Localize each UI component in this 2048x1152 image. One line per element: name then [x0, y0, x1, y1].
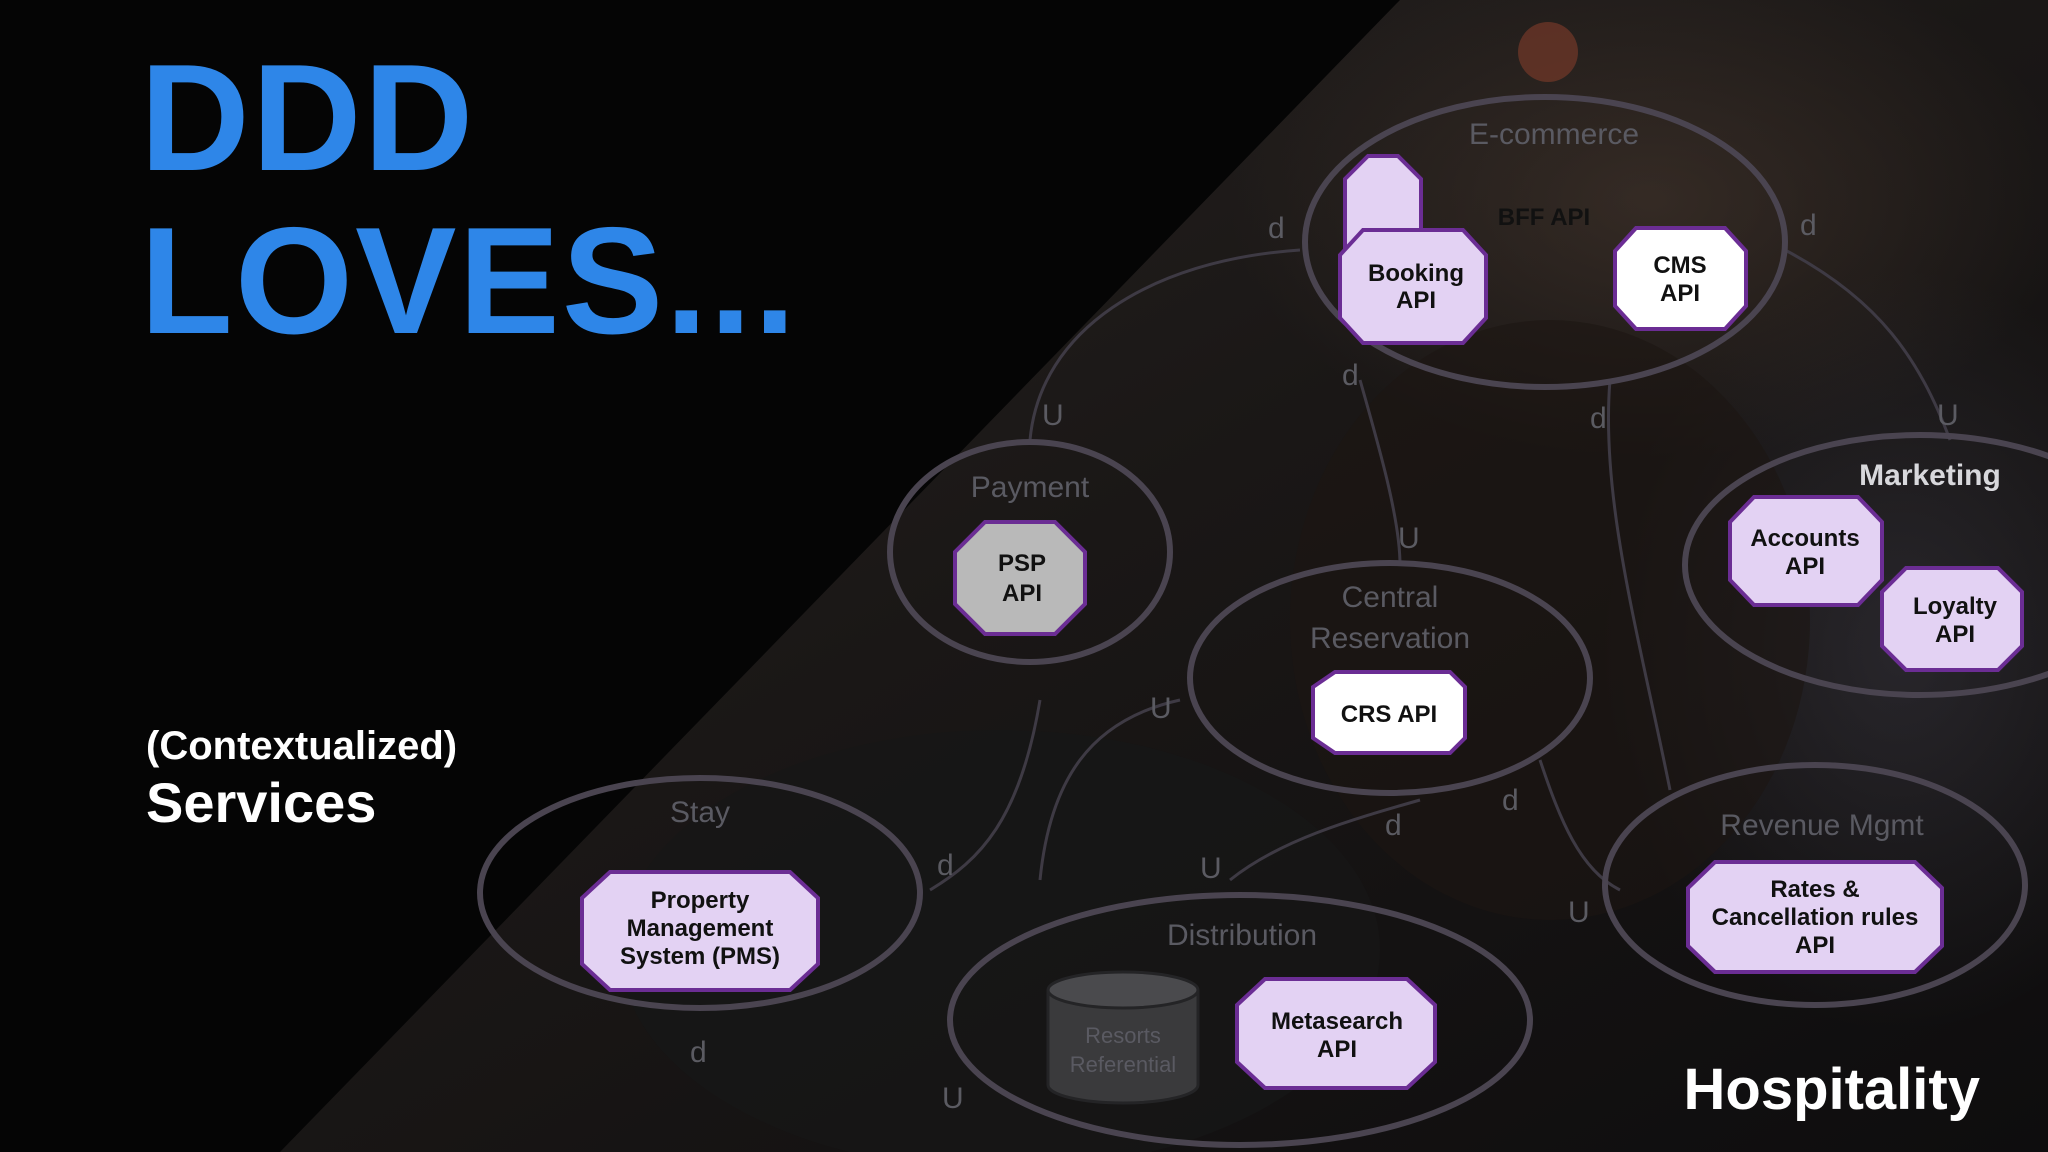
loyalty-api-label-2: API: [1935, 621, 1975, 648]
context-label-central-reservation-2: Reservation: [1310, 622, 1470, 655]
resorts-referential-label-2: Referential: [1070, 1052, 1176, 1077]
resorts-referential-label: Resorts: [1085, 1023, 1161, 1048]
booking-api-node: [1338, 228, 1488, 345]
pms-label: Property: [651, 887, 750, 914]
context-central-reservation: [1187, 560, 1593, 796]
marker-u: U: [1150, 692, 1172, 725]
title-line-2: LOVES...: [140, 196, 798, 366]
loyalty-api-label: Loyalty: [1913, 593, 1998, 620]
booking-api-label-2: API: [1396, 287, 1436, 314]
services: [580, 154, 2024, 1090]
marker-u: U: [1042, 399, 1064, 432]
context-label-marketing: Marketing: [1859, 459, 2001, 492]
relationship-markers: d d d d U U U U d d d U U d U: [690, 209, 1959, 1115]
rates-label-3: API: [1795, 932, 1835, 959]
psp-api-label-2: API: [1002, 580, 1042, 607]
bounded-contexts: [477, 94, 2048, 1148]
context-distribution: [947, 892, 1533, 1148]
context-ecommerce: [1302, 94, 1788, 390]
metasearch-label: Metasearch: [1271, 1008, 1403, 1035]
context-label-ecommerce: E-commerce: [1469, 118, 1639, 151]
title-line-1: DDD: [140, 33, 476, 203]
pms-node: [580, 870, 820, 992]
context-label-revenue-mgmt: Revenue Mgmt: [1720, 809, 1924, 842]
resorts-referential-database: Resorts Referential: [1046, 970, 1200, 1105]
accounts-api-node: [1728, 495, 1884, 607]
rates-label-2: Cancellation rules: [1712, 904, 1919, 931]
pms-label-3: System (PMS): [620, 943, 780, 970]
context-payment: [887, 439, 1173, 665]
marker-u: U: [1568, 896, 1590, 929]
context-marketing: [1682, 432, 2048, 698]
crs-api-label: CRS API: [1341, 701, 1437, 728]
psp-api-label: PSP: [998, 550, 1046, 577]
rates-label: Rates &: [1770, 876, 1859, 903]
context-label-stay: Stay: [670, 796, 730, 829]
marker-d: d: [1502, 784, 1519, 817]
metasearch-api-node: [1235, 977, 1437, 1090]
accounts-api-label-2: API: [1785, 553, 1825, 580]
context-label-central-reservation: Central: [1342, 581, 1439, 614]
marker-d: d: [1590, 402, 1607, 435]
cms-api-node: [1613, 226, 1748, 331]
marker-u: U: [942, 1082, 964, 1115]
marker-d: d: [1800, 209, 1817, 242]
marker-d: d: [937, 849, 954, 882]
accounts-api-label: Accounts: [1750, 525, 1859, 552]
marker-d: d: [1385, 809, 1402, 842]
cms-api-label: CMS: [1653, 252, 1706, 279]
marker-u: U: [1200, 852, 1222, 885]
marker-u: U: [1937, 399, 1959, 432]
metasearch-label-2: API: [1317, 1036, 1357, 1063]
pms-label-2: Management: [627, 915, 774, 942]
booking-api-label: Booking: [1368, 260, 1464, 287]
context-stay: [477, 775, 923, 1011]
context-revenue-mgmt: [1602, 762, 2028, 1008]
bff-api-label: BFF API: [1498, 204, 1590, 231]
marker-d: d: [1268, 212, 1285, 245]
crs-api-node: [1311, 670, 1467, 755]
rates-cancellation-api-node: [1686, 860, 1944, 974]
marker-u: U: [1398, 522, 1420, 555]
context-label-distribution: Distribution: [1167, 919, 1317, 952]
cms-api-label-2: API: [1660, 280, 1700, 307]
marker-d: d: [690, 1036, 707, 1069]
subtitle-line-2: Services: [146, 771, 377, 834]
loyalty-api-node: [1880, 566, 2024, 672]
marker-d: d: [1342, 359, 1359, 392]
subtitle-line-1: (Contextualized): [146, 724, 458, 768]
psp-api-node: [953, 520, 1087, 636]
domain-label: Hospitality: [1683, 1057, 1981, 1122]
context-label-payment: Payment: [971, 471, 1090, 504]
